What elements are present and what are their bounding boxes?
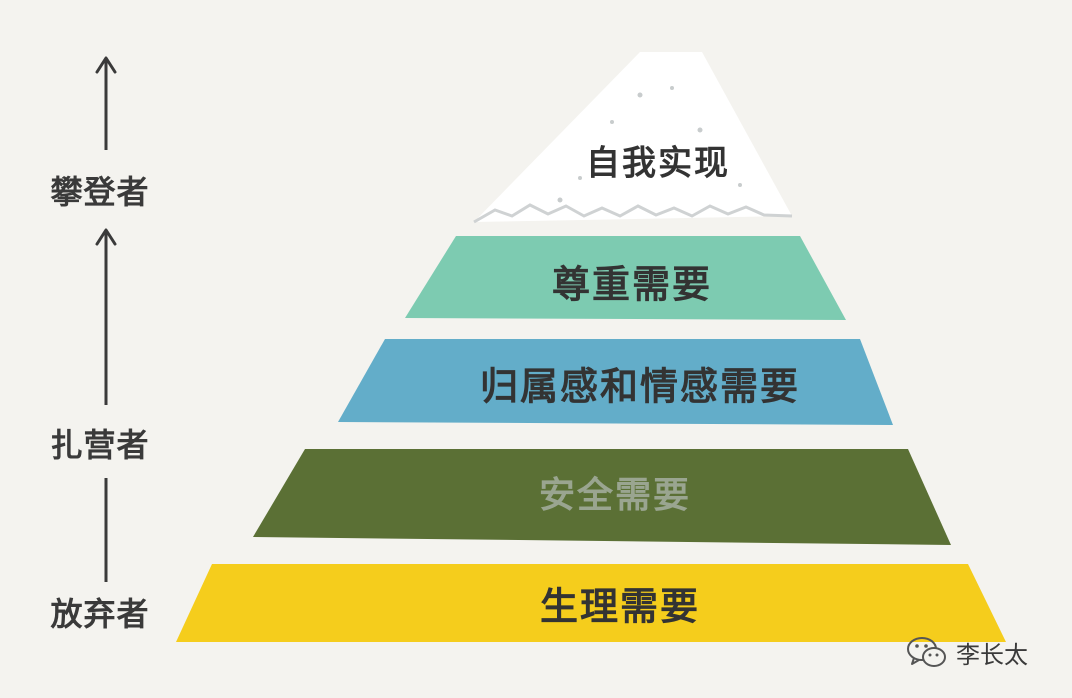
- layer-label-safety: 安全需要: [538, 475, 692, 516]
- layer-shape-5: [176, 564, 1006, 642]
- side-label-climbers: 攀登者: [50, 173, 150, 211]
- side-label-campers: 扎营者: [50, 426, 150, 464]
- layer-label-esteem: 尊重需要: [551, 262, 713, 307]
- snow-dot: [637, 92, 643, 98]
- wechat-icon: [907, 637, 946, 667]
- snow-edge: [473, 203, 793, 224]
- layer-shape-2: [405, 236, 846, 320]
- watermark-text: 李长太: [956, 640, 1028, 669]
- layer-label-physiological: 生理需要: [539, 584, 701, 629]
- snow-dot: [578, 176, 582, 180]
- snow-dot: [670, 86, 674, 90]
- layer-shape-3: [338, 339, 893, 425]
- layer-shape-4: [253, 449, 951, 545]
- snow-dot: [738, 183, 742, 187]
- snow-dot: [557, 197, 563, 203]
- side-label-quitters: 放弃者: [50, 595, 150, 633]
- snow-dot: [610, 120, 614, 124]
- layer-shape-1: [474, 52, 792, 222]
- layer-label-belonging: 归属感和情感需要: [479, 364, 801, 409]
- layer-label-self-actualization: 自我实现: [586, 143, 730, 184]
- arrow-head-middle: [95, 228, 117, 246]
- arrow-head-top: [95, 56, 117, 74]
- snow-dot: [697, 127, 703, 133]
- watermark: 李长太: [906, 632, 1028, 672]
